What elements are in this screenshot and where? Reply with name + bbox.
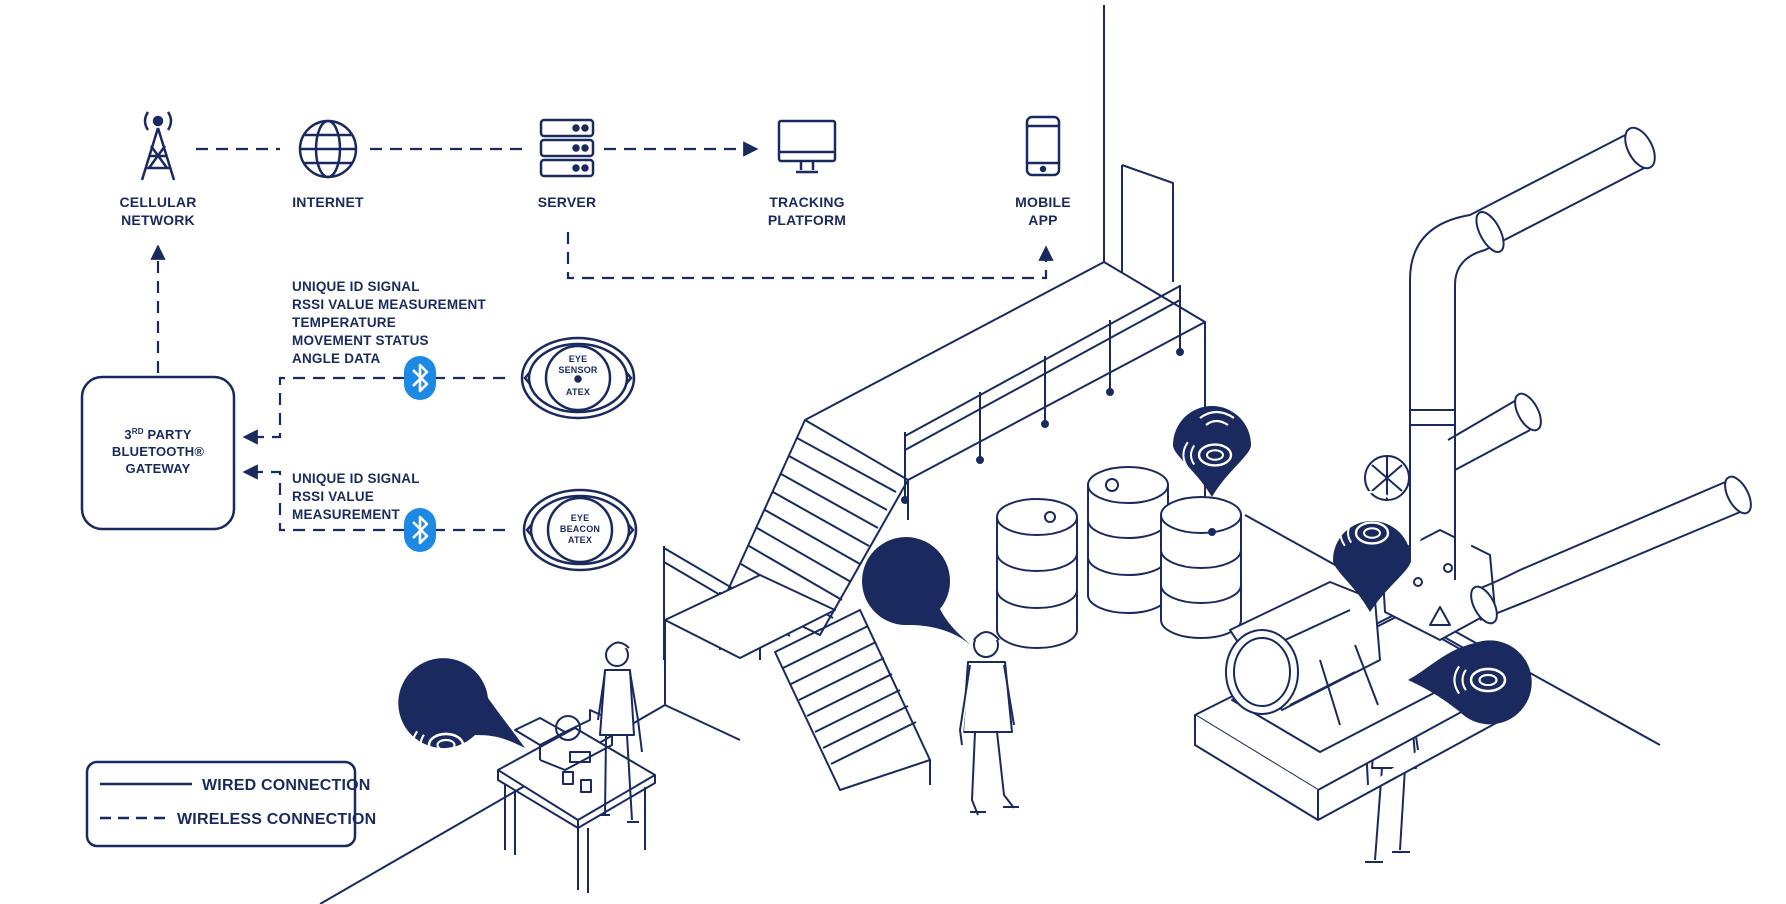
globe-icon xyxy=(298,119,358,179)
sensor-signal-3: MOVEMENT STATUS xyxy=(292,333,429,348)
sensor-signal-2: TEMPERATURE xyxy=(292,315,396,330)
legend: WIRED CONNECTION WIRELESS CONNECTION xyxy=(85,760,376,848)
location-pin-barrels xyxy=(1173,406,1251,497)
building-wall xyxy=(1103,5,1174,282)
gateway-label-3: GATEWAY xyxy=(126,461,191,476)
tracking-label-1: TRACKING xyxy=(769,194,844,210)
link-server-mobile xyxy=(566,232,1054,280)
sensor-device-line-2: SENSOR xyxy=(558,365,598,375)
pipework xyxy=(1364,126,1752,625)
bluetooth-icon-beacon xyxy=(404,508,436,552)
location-pin-worker-center xyxy=(862,537,974,659)
monitor-icon xyxy=(777,119,837,174)
lab-table xyxy=(497,709,656,893)
lower-platform xyxy=(664,574,931,791)
cellular-label-1: CELLULAR xyxy=(119,194,196,210)
internet-label: INTERNET xyxy=(292,194,364,210)
bluetooth-icon-sensor xyxy=(404,356,436,400)
cellular-label-2: NETWORK xyxy=(121,212,195,228)
isometric-facility-scene xyxy=(319,5,1752,904)
upper-platform xyxy=(804,261,1206,520)
motor-pump-unit xyxy=(1194,529,1521,821)
sensor-signal-4: ANGLE DATA xyxy=(292,351,381,366)
beacon-signal-1: RSSI VALUE xyxy=(292,489,374,504)
beacon-signal-0: UNIQUE ID SIGNAL xyxy=(292,471,420,486)
server-label: SERVER xyxy=(538,194,597,210)
barrel-3 xyxy=(1160,496,1242,639)
barrel-2 xyxy=(1087,466,1169,614)
server-icon xyxy=(539,118,595,178)
legend-wired-label: WIRED CONNECTION xyxy=(202,777,371,794)
eye-beacon-device xyxy=(522,488,638,572)
gateway-label-2: BLUETOOTH® xyxy=(112,444,204,459)
gateway-box xyxy=(80,375,236,531)
sensor-device-line-1: EYE xyxy=(569,354,588,364)
tracking-label-2: PLATFORM xyxy=(768,212,846,228)
legend-wireless-label: WIRELESS CONNECTION xyxy=(177,811,376,828)
link-beacon-gateway xyxy=(242,464,505,532)
sensor-signal-1: RSSI VALUE MEASUREMENT xyxy=(292,297,486,312)
beacon-device-line-2: BEACON xyxy=(560,524,600,534)
smartphone-icon xyxy=(1025,115,1061,177)
beacon-signal-2: MEASUREMENT xyxy=(292,507,401,522)
eye-sensor-device xyxy=(520,336,636,420)
sensor-signal-list: UNIQUE ID SIGNAL RSSI VALUE MEASUREMENT … xyxy=(292,279,486,366)
link-sensor-gateway xyxy=(242,376,505,445)
mobile-label-2: APP xyxy=(1028,212,1057,228)
location-pin-worker-right xyxy=(1408,640,1532,725)
worker-center xyxy=(959,631,1019,816)
sensor-signal-0: UNIQUE ID SIGNAL xyxy=(292,279,420,294)
beacon-device-line-3: ATEX xyxy=(568,535,592,545)
location-pin-table xyxy=(398,658,525,760)
beacon-device-line-1: EYE xyxy=(571,513,590,523)
barrel-1 xyxy=(996,498,1078,649)
location-pin-motor xyxy=(1333,490,1411,612)
mobile-label-1: MOBILE xyxy=(1015,194,1071,210)
network-diagram xyxy=(150,141,1054,532)
worker-at-table xyxy=(597,641,643,823)
gateway-label-1: 3RD PARTY xyxy=(124,427,191,442)
cell-tower-icon xyxy=(140,111,176,181)
beacon-signal-list: UNIQUE ID SIGNAL RSSI VALUE MEASUREMENT xyxy=(292,471,420,522)
sensor-device-line-3: ATEX xyxy=(566,387,590,397)
